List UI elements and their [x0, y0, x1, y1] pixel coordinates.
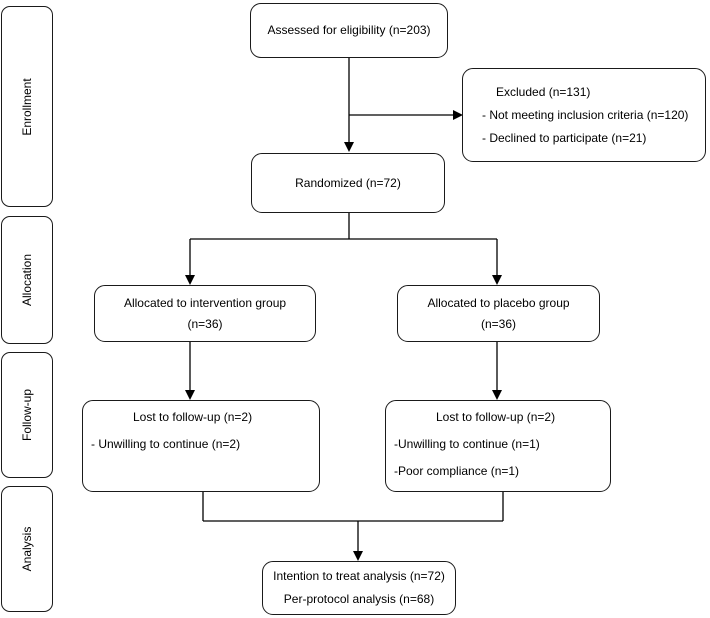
allocated-intervention-line1: Allocated to intervention group [123, 295, 287, 310]
box-analysis: Intention to treat analysis (n=72) Per-p… [262, 561, 456, 615]
allocated-placebo-line1: Allocated to placebo group [427, 295, 570, 310]
stage-enrollment: Enrollment [1, 6, 53, 207]
box-randomized: Randomized (n=72) [251, 153, 445, 213]
lost-intervention-title: Lost to follow-up (n=2) [133, 410, 253, 424]
assessed-text: Assessed for eligibility (n=203) [267, 23, 431, 37]
analysis-per-protocol: Per-protocol analysis (n=68) [283, 592, 435, 606]
lost-intervention-item: - Unwilling to continue (n=2) [91, 437, 241, 451]
lost-placebo-title: Lost to follow-up (n=2) [436, 410, 556, 424]
stage-followup-label: Follow-up [20, 388, 34, 442]
allocated-intervention-line2: (n=36) [187, 316, 223, 331]
box-excluded: Excluded (n=131) - Not meeting inclusion… [462, 68, 706, 162]
lost-placebo-item: -Unwilling to continue (n=1) [394, 437, 540, 451]
stage-analysis: Analysis [1, 486, 53, 612]
excluded-title: Excluded (n=131) [496, 84, 591, 99]
box-lost-placebo: Lost to follow-up (n=2) -Unwilling to co… [385, 400, 611, 492]
stage-followup: Follow-up [1, 352, 53, 478]
box-lost-intervention: Lost to follow-up (n=2) - Unwilling to c… [82, 400, 320, 492]
stage-analysis-label: Analysis [20, 526, 34, 572]
stage-enrollment-label: Enrollment [20, 77, 34, 136]
box-assessed: Assessed for eligibility (n=203) [250, 3, 448, 58]
allocated-placebo-line2: (n=36) [480, 316, 517, 331]
stage-allocation-label: Allocation [20, 253, 34, 307]
stage-allocation: Allocation [1, 216, 53, 344]
box-allocated-intervention: Allocated to intervention group (n=36) [94, 285, 316, 342]
lost-placebo-item: -Poor compliance (n=1) [394, 464, 520, 478]
analysis-itt: Intention to treat analysis (n=72) [273, 569, 445, 583]
excluded-item: - Declined to participate (n=21) [482, 130, 647, 145]
excluded-item: - Not meeting inclusion criteria (n=120) [482, 107, 689, 122]
box-allocated-placebo: Allocated to placebo group (n=36) [397, 285, 600, 342]
randomized-text: Randomized (n=72) [295, 175, 401, 190]
